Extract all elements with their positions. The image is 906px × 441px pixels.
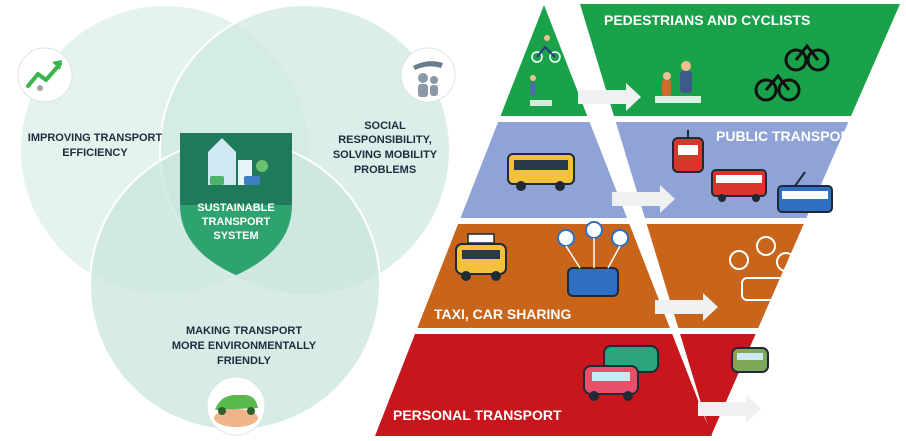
left-circle-label: Improving transport efficiency xyxy=(28,132,163,159)
right-label-line1: Social xyxy=(364,120,406,132)
right-label-line4: problems xyxy=(354,164,416,176)
arrow-2 xyxy=(612,185,675,213)
left-label-line1: Improving transport xyxy=(28,132,163,144)
bottom-label-line1: Making transport xyxy=(186,325,302,337)
bottom-label-line3: friendly xyxy=(217,355,272,367)
label-personal-transport: Personal transport xyxy=(393,407,562,423)
bottom-circle-label: Making transport more environmentally fr… xyxy=(172,325,317,367)
center-label-line1: Sustainable xyxy=(197,202,274,214)
city-shield-icon xyxy=(208,138,268,185)
eco-car-hand-icon xyxy=(206,376,266,436)
red-bus-icon xyxy=(711,169,767,202)
arrow-1 xyxy=(578,83,641,111)
left-level-red xyxy=(375,334,712,436)
label-taxi-car-sharing: Taxi, car sharing xyxy=(434,306,572,322)
cyclists-icon xyxy=(754,43,830,102)
pedestrian-icon xyxy=(530,75,552,106)
center-label-line3: system xyxy=(213,230,258,242)
bus-icon xyxy=(507,153,575,191)
venn-diagram: Sustainable transport system Improving t… xyxy=(17,4,456,436)
family-care-icon xyxy=(400,47,456,103)
car-sharing-icon xyxy=(557,221,629,297)
right-label-line2: responsibility, xyxy=(338,134,432,146)
trolleybus-icon xyxy=(777,171,833,213)
taxi-icon xyxy=(455,233,507,281)
arrow-4 xyxy=(698,395,761,423)
bottom-label-line2: more environmentally xyxy=(172,340,317,352)
shared-ride-icon xyxy=(729,236,796,301)
small-car-icon xyxy=(731,347,769,373)
car-icon xyxy=(583,345,659,401)
cyclist-icon xyxy=(531,35,561,63)
center-label-line2: transport xyxy=(202,216,271,228)
pedestrians-crossing-icon xyxy=(655,61,701,103)
arrow-3 xyxy=(655,293,718,321)
label-pedestrians-cyclists: Pedestrians and cyclists xyxy=(604,12,810,28)
left-label-line2: efficiency xyxy=(62,147,128,159)
center-shield: Sustainable transport system xyxy=(180,133,292,275)
label-public-transport: Public transport xyxy=(716,128,860,144)
growth-chart-icon xyxy=(17,47,73,103)
right-label-line3: solving mobility xyxy=(333,149,438,161)
transition-arrows xyxy=(578,83,761,423)
tram-icon xyxy=(672,130,704,173)
right-circle-label: Social responsibility, solving mobility … xyxy=(333,120,438,176)
